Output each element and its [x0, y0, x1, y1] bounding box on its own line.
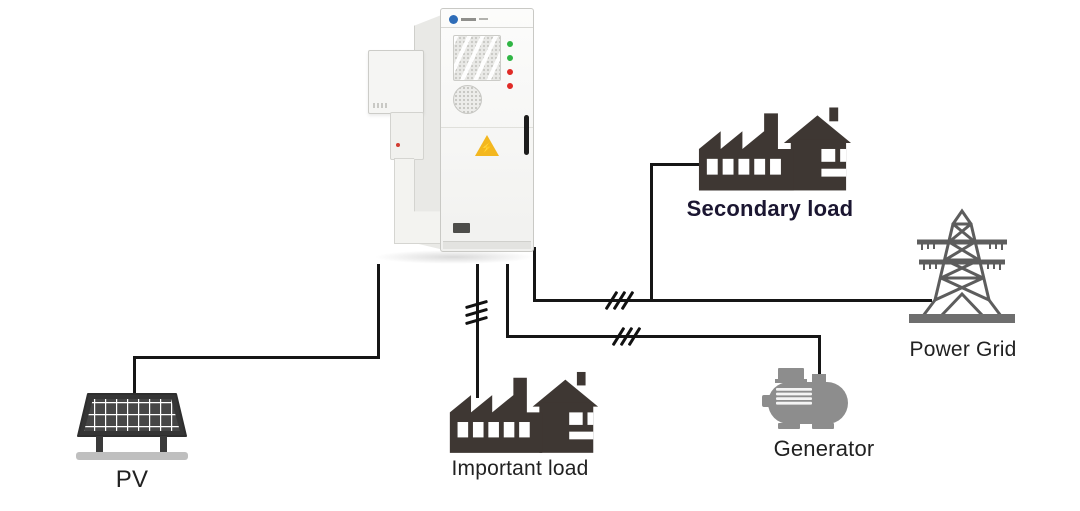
- wire-secondary-load-vertical: [650, 163, 653, 302]
- generator-icon: [762, 368, 848, 429]
- cabinet-seam: [441, 27, 533, 28]
- wire-cabinet-to-important-load: [476, 264, 479, 398]
- fan-vent-icon: [453, 85, 482, 114]
- cabinet-slot: [453, 223, 470, 233]
- wire-cabinet-to-grid-vertical: [533, 247, 536, 302]
- power-grid-label: Power Grid: [909, 338, 1017, 361]
- wire-cabinet-to-pv-vertical: [377, 264, 380, 359]
- secondary-load-label: Secondary load: [686, 196, 854, 221]
- wire-secondary-load-horizontal: [650, 163, 700, 166]
- vent-panel: [453, 35, 501, 81]
- power-grid-tower-icon: [909, 208, 1015, 323]
- solar-panel-icon: [76, 393, 188, 460]
- generator-label: Generator: [773, 436, 875, 461]
- high-voltage-warning-icon: ⚡: [475, 135, 499, 156]
- cabinet-front-door: ⚡: [440, 8, 534, 252]
- pv-label: PV: [115, 466, 149, 493]
- wire-pv-drop: [133, 356, 136, 398]
- breaker-grid-icon: [604, 290, 638, 312]
- breaker-generator-icon: [611, 326, 645, 348]
- brand-logo: [449, 14, 488, 24]
- important-load-label: Important load: [451, 457, 589, 480]
- small-red-indicator: [396, 143, 400, 147]
- energy-storage-cabinet: ⚡: [366, 0, 546, 266]
- cabinet-side-junction-box: [368, 50, 424, 114]
- wire-generator-drop: [818, 335, 821, 379]
- green-light: [507, 55, 513, 61]
- breaker-important-load-icon: [465, 299, 491, 329]
- wire-cabinet-to-grid-horizontal: [533, 299, 932, 302]
- cabinet-shadow: [374, 250, 534, 264]
- secondary-load-factory-icon: [698, 107, 852, 191]
- red-light: [507, 69, 513, 75]
- cabinet-side-bracket: [390, 112, 424, 160]
- important-load-factory-icon: [449, 371, 599, 453]
- status-indicator-lights: [507, 41, 513, 89]
- brand-logo-icon: [449, 14, 458, 24]
- wire-cabinet-to-generator-vertical: [506, 264, 509, 338]
- wire-cabinet-to-pv-horizontal: [133, 356, 380, 359]
- cabinet-door-seam: [441, 127, 533, 128]
- cabinet-base: [443, 241, 531, 249]
- wire-cabinet-to-generator-horizontal: [506, 335, 821, 338]
- green-light: [507, 41, 513, 47]
- door-handle: [524, 115, 529, 155]
- red-light: [507, 83, 513, 89]
